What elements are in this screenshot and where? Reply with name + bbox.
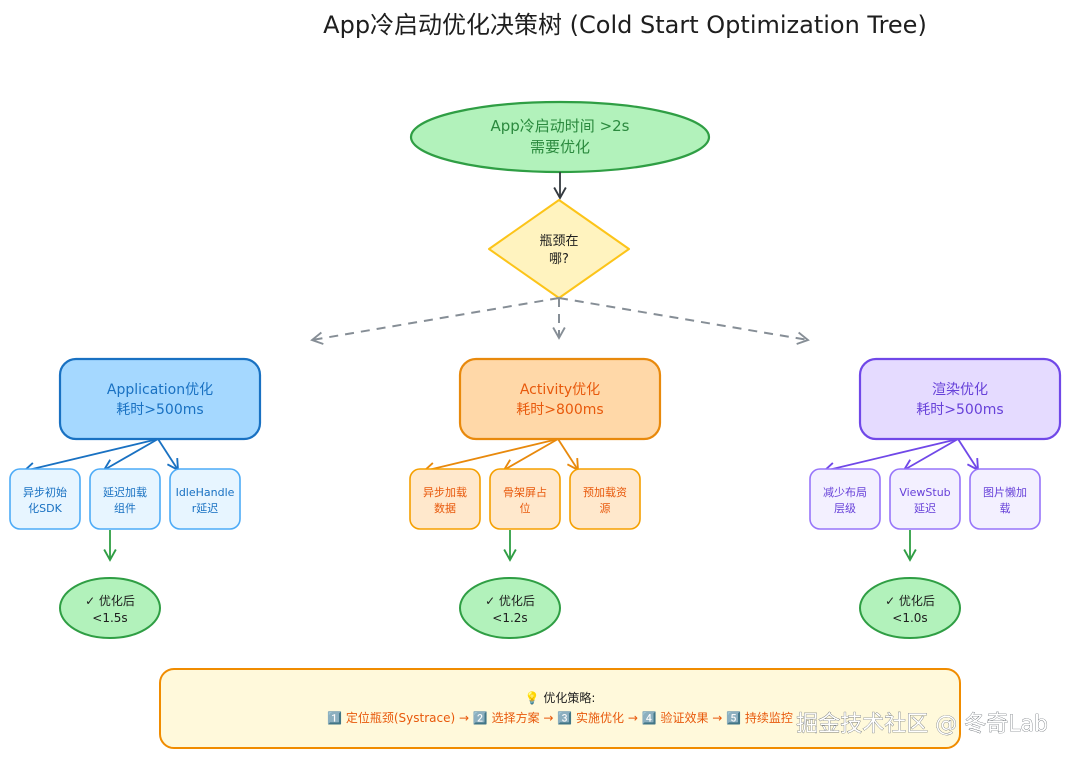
watermark: 掘金技术社区 @ 冬奇Lab <box>796 712 1048 737</box>
branch-arrows <box>310 297 810 345</box>
root-node-line2: 需要优化 <box>530 138 590 156</box>
application-child-1 <box>9 468 81 530</box>
root-node: App冷启动时间 >2s 需要优化 <box>409 100 711 174</box>
render-child-2 <box>889 468 961 530</box>
decision-node: 瓶颈在 哪? <box>488 199 630 299</box>
render-result-line2: <1.0s <box>892 611 927 625</box>
application-child-2 <box>89 468 161 530</box>
application-node <box>58 357 262 441</box>
application-child-3-line1: IdleHandle <box>176 486 235 499</box>
activity-child-1-line2: 数据 <box>434 501 456 515</box>
activity-node-line2: 耗时>800ms <box>516 402 603 418</box>
render-node-line1: 渲染优化 <box>932 382 988 398</box>
decision-node-line2: 哪? <box>549 252 569 267</box>
application-child-1-line1: 异步初始 <box>23 485 67 499</box>
activity-arrow-3 <box>557 438 580 472</box>
render-result-line1: ✓ 优化后 <box>885 594 935 608</box>
application-result-node <box>59 577 161 639</box>
activity-child-3-line2: 源 <box>600 501 611 515</box>
activity-arrow-2 <box>502 438 559 471</box>
render-arrow-3 <box>957 438 980 472</box>
application-result-line1: ✓ 优化后 <box>85 594 135 608</box>
render-child-3 <box>969 468 1041 530</box>
strategy-header: 💡 优化策略: <box>525 690 596 705</box>
activity-child-1-line1: 异步加载 <box>423 486 467 499</box>
render-child-1-line1: 减少布局 <box>823 486 867 499</box>
activity-result-line1: ✓ 优化后 <box>485 594 535 608</box>
render-child-3-line1: 图片懒加 <box>983 485 1027 499</box>
render-child-3-line2: 载 <box>1000 502 1011 515</box>
branch-arrow-right <box>558 297 810 345</box>
strategy-box: 💡 优化策略: 1️⃣ 定位瓶颈(Systrace) → 2️⃣ 选择方案 → … <box>159 668 961 749</box>
render-child-1-line2: 层级 <box>834 502 856 515</box>
activity-child-3 <box>569 468 641 530</box>
application-child-2-line1: 延迟加载 <box>103 486 147 499</box>
activity-child-3-line1: 预加载资 <box>583 486 627 499</box>
branch-render: 渲染优化 耗时>500ms 减少布局 层级 ViewStub 延迟 图片懒加 载… <box>809 357 1062 639</box>
application-node-line2: 耗时>500ms <box>116 402 203 418</box>
application-child-3-line2: r延迟 <box>192 502 219 515</box>
strategy-steps: 1️⃣ 定位瓶颈(Systrace) → 2️⃣ 选择方案 → 3️⃣ 实施优化… <box>327 710 793 725</box>
application-child-3 <box>169 468 241 530</box>
activity-arrow-1 <box>422 438 559 476</box>
application-arrow-1 <box>22 438 159 476</box>
application-child-1-line2: 化SDK <box>28 501 62 515</box>
branch-activity: Activity优化 耗时>800ms 异步加载 数据 骨架屏占 位 预加载资 … <box>409 357 662 639</box>
application-child-2-line2: 组件 <box>114 501 136 515</box>
activity-child-2-line1: 骨架屏占 <box>503 485 547 499</box>
branch-application: Application优化 耗时>500ms 异步初始 化SDK 延迟加载 组件… <box>9 357 262 639</box>
render-child-1 <box>809 468 881 530</box>
activity-child-2-line2: 位 <box>520 501 531 515</box>
application-arrow-3 <box>157 438 180 472</box>
application-node-line1: Application优化 <box>107 382 213 398</box>
render-arrow-1 <box>822 438 959 476</box>
activity-child-1 <box>409 468 481 530</box>
activity-result-line2: <1.2s <box>492 611 527 625</box>
render-result-node <box>859 577 961 639</box>
diagram-title: App冷启动优化决策树 (Cold Start Optimization Tre… <box>323 11 927 39</box>
render-arrow-2 <box>902 438 959 471</box>
render-child-2-line1: ViewStub <box>899 486 950 499</box>
decision-node-line1: 瓶颈在 <box>539 234 578 249</box>
render-node-line2: 耗时>500ms <box>916 402 1003 418</box>
application-result-line2: <1.5s <box>92 611 127 625</box>
render-node <box>858 357 1062 441</box>
root-node-line1: App冷启动时间 >2s <box>491 117 630 135</box>
branch-arrow-left <box>310 297 560 345</box>
activity-result-node <box>459 577 561 639</box>
application-arrow-2 <box>102 438 159 471</box>
render-child-2-line2: 延迟 <box>914 502 936 515</box>
activity-child-2 <box>489 468 561 530</box>
activity-node <box>458 357 662 441</box>
activity-node-line1: Activity优化 <box>520 382 600 398</box>
